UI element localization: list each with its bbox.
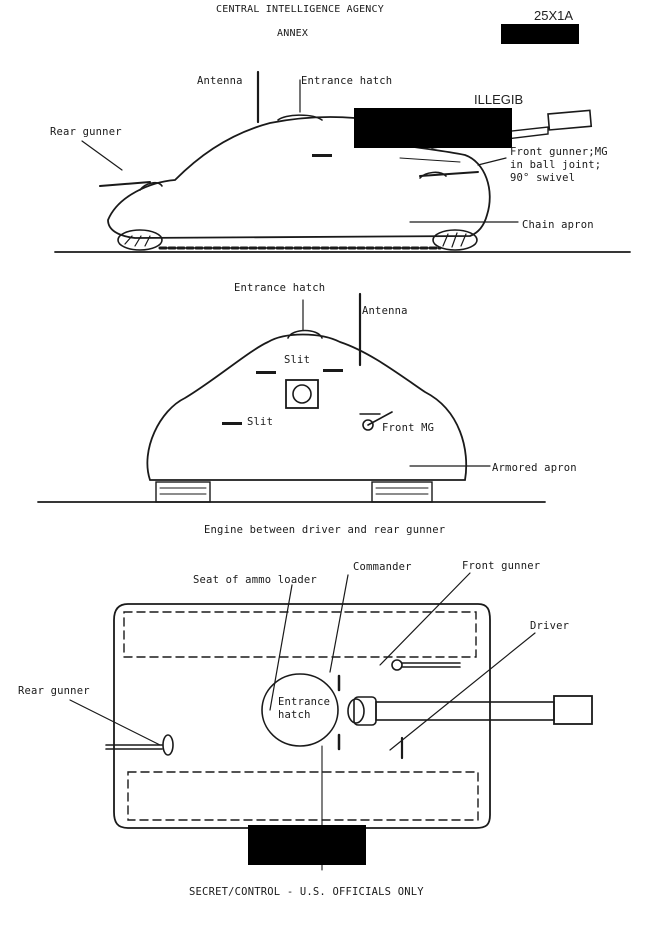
top-commander-label: Commander (353, 561, 412, 573)
side-rear-gunner-label: Rear gunner (50, 126, 122, 138)
front-antenna-label: Antenna (362, 305, 408, 317)
illegible-note: ILLEGIB (474, 92, 524, 107)
redaction-block-header (501, 24, 579, 44)
side-entrance-hatch-label: Entrance hatch (301, 75, 393, 87)
annex-heading: ANNEX (277, 28, 309, 39)
top-view-drawing (69, 572, 593, 871)
side-front-gunner-label-2: in ball joint; (510, 159, 602, 171)
side-front-gunner-label-1: Front gunner;MG (510, 146, 608, 158)
side-front-gunner-label-3: 90° swivel (510, 172, 576, 184)
front-mg-label: Front MG (382, 422, 435, 434)
marking-code: 25X1A (534, 8, 574, 23)
redaction-block-bottom (248, 825, 366, 865)
front-entrance-hatch-label: Entrance hatch (234, 282, 326, 294)
top-front-gunner-label: Front gunner (462, 560, 541, 572)
top-driver-label: Driver (530, 620, 570, 632)
top-ammo-loader-label: Seat of ammo loader (193, 574, 317, 586)
classification-footer: SECRET/CONTROL - U.S. OFFICIALS ONLY (189, 886, 424, 898)
side-antenna-label: Antenna (197, 75, 243, 87)
engine-caption: Engine between driver and rear gunner (204, 524, 446, 536)
front-slit-top-label: Slit (284, 354, 311, 366)
top-entrance-hatch-label: Entrance hatch (278, 696, 330, 722)
side-chain-apron-label: Chain apron (522, 219, 594, 231)
top-rear-gunner-label: Rear gunner (18, 685, 90, 697)
redaction-block-side-view (354, 108, 512, 148)
agency-heading: CENTRAL INTELLIGENCE AGENCY (216, 4, 384, 15)
front-view-drawing (37, 292, 546, 503)
front-slit-side-label: Slit (247, 416, 274, 428)
top-entrance-hatch-text: Entrance hatch (278, 696, 331, 721)
front-armored-apron-label: Armored apron (492, 462, 577, 474)
